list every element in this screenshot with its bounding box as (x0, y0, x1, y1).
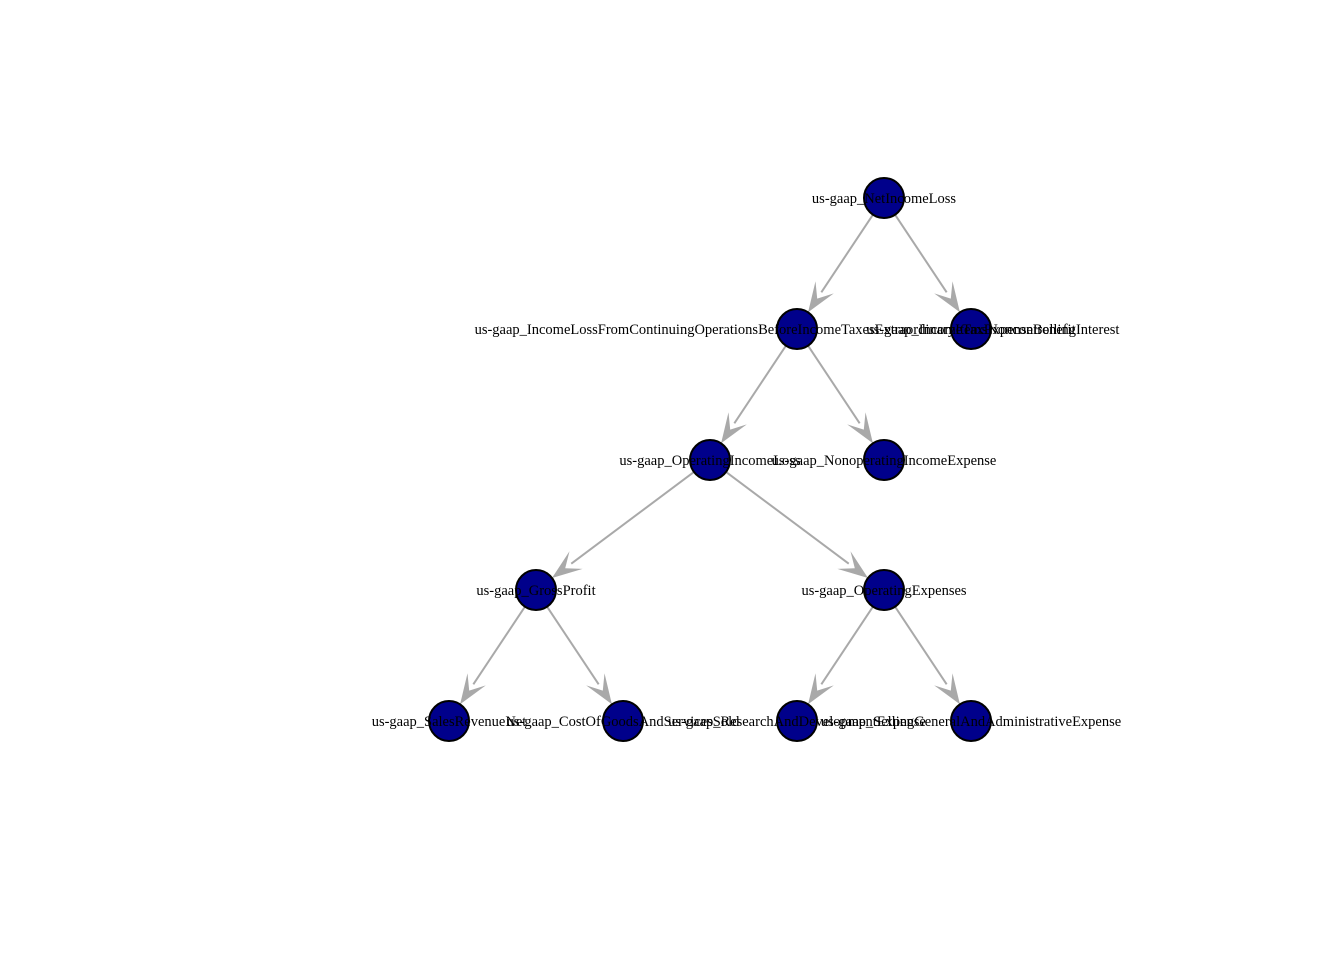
arrowhead-opex-to-sga (934, 673, 960, 705)
node-cont (776, 308, 818, 350)
node-label-cont: us-gaap_IncomeLossFromContinuingOperatio… (475, 322, 1120, 338)
node-tax (950, 308, 992, 350)
node-sales (428, 700, 470, 742)
arrowhead-gross-to-sales (460, 673, 486, 705)
arrowhead-opinc-to-gross (552, 551, 583, 578)
edge-cont-to-nonop (807, 345, 861, 424)
edges-layer (460, 214, 960, 705)
arrowhead-opinc-to-opex (837, 551, 868, 578)
node-sga (950, 700, 992, 742)
edge-opinc-to-opex (725, 471, 850, 565)
node-label-opinc: us-gaap_OperatingIncomeLoss (619, 453, 801, 469)
node-nonop (863, 439, 905, 481)
node-label-net: us-gaap_NetIncomeLoss (812, 191, 957, 207)
edge-gross-to-sales (472, 606, 526, 685)
node-label-opex: us-gaap_OperatingExpenses (801, 583, 966, 599)
labels-layer: us-gaap_NetIncomeLoss us-gaap_IncomeLossF… (372, 191, 1122, 730)
arrowhead-opex-to-rd (808, 673, 834, 705)
arrowhead-net-to-tax (934, 281, 960, 313)
arrowhead-cont-to-nonop (847, 412, 873, 444)
node-cogs (602, 700, 644, 742)
node-label-cogs: us-gaap_CostOfGoodsAndServicesSold (507, 714, 741, 730)
node-rd (776, 700, 818, 742)
node-label-sga: us-gaap_SellingGeneralAndAdministrativeE… (821, 714, 1121, 730)
node-opex (863, 569, 905, 611)
arrowhead-net-to-cont (808, 281, 834, 313)
node-label-sales: us-gaap_SalesRevenueNet (372, 714, 527, 730)
edge-net-to-cont (820, 214, 874, 293)
arrowhead-cont-to-opinc (721, 412, 747, 444)
node-label-gross: us-gaap_GrossProfit (476, 583, 595, 599)
arrowhead-gross-to-cogs (586, 673, 612, 705)
node-opinc (689, 439, 731, 481)
node-net (863, 177, 905, 219)
node-label-tax: us-gaap_IncomeTaxExpenseBenefit (866, 322, 1075, 338)
nodes-layer (428, 177, 992, 742)
edge-net-to-tax (894, 214, 948, 293)
edge-opex-to-sga (894, 606, 948, 685)
edge-opinc-to-gross (570, 471, 695, 565)
edge-gross-to-cogs (546, 606, 600, 685)
node-label-rd: us-gaap_ResearchAndDevelopmentExpense (668, 714, 926, 730)
node-gross (515, 569, 557, 611)
edge-cont-to-opinc (733, 345, 787, 424)
node-label-nonop: us-gaap_NonoperatingIncomeExpense (772, 453, 997, 469)
edge-opex-to-rd (820, 606, 874, 685)
